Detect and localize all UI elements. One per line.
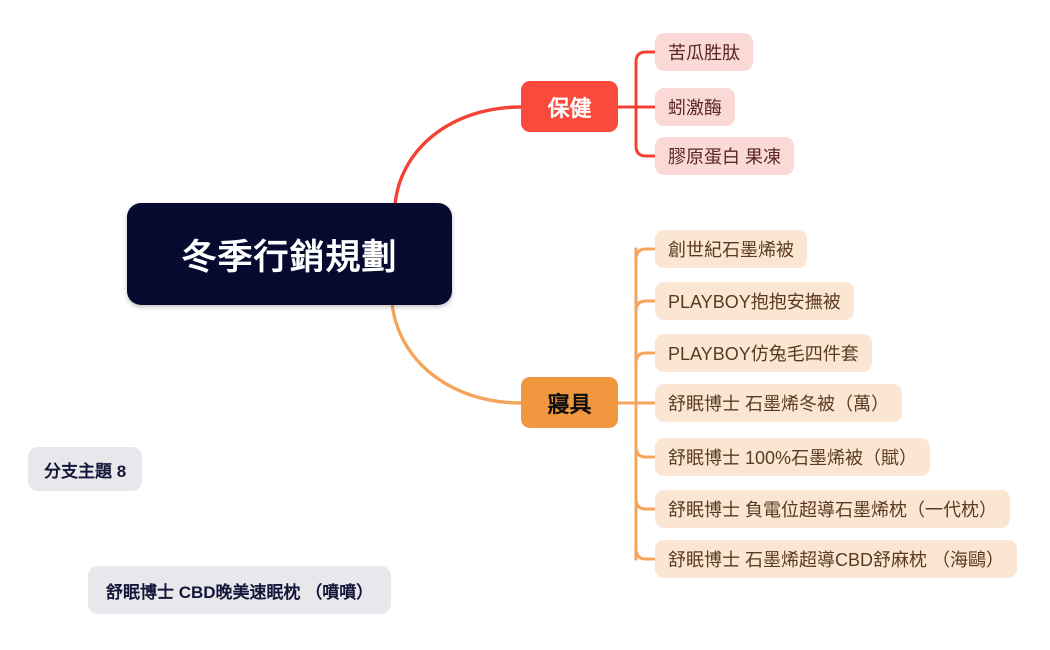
edge-bedding-leaf-7 [634, 547, 657, 561]
root-node[interactable]: 冬季行銷規劃 [127, 203, 452, 305]
leaf-node-health-3[interactable]: 膠原蛋白 果凍 [655, 137, 795, 175]
leaf-node-bedding-3[interactable]: PLAYBOY仿兔毛四件套 [655, 334, 872, 372]
edge-bedding-leaf-6 [634, 497, 657, 511]
leaf-node-bedding-5[interactable]: 舒眠博士 100%石墨烯被（賦） [655, 438, 931, 476]
edge-health-spine-down [634, 105, 657, 158]
edge-root-to-bedding [390, 301, 523, 405]
leaf-node-health-1[interactable]: 苦瓜胜肽 [655, 33, 753, 71]
floating-node-1[interactable]: 分支主題 8 [28, 447, 143, 491]
leaf-node-bedding-7[interactable]: 舒眠博士 石墨烯超導CBD舒麻枕 （海鷗） [655, 540, 1018, 578]
edge-root-to-health [393, 105, 523, 207]
edge-health-spine-up [634, 50, 657, 109]
edge-bedding-leaf-1 [634, 247, 657, 261]
edge-bedding-leaf-5 [634, 445, 657, 459]
edge-bedding-leaf-3 [634, 351, 657, 365]
leaf-node-health-2[interactable]: 蚓激酶 [655, 88, 735, 126]
branch-node-bedding[interactable]: 寢具 [521, 377, 618, 428]
leaf-node-bedding-6[interactable]: 舒眠博士 負電位超導石墨烯枕（一代枕） [655, 490, 1010, 528]
branch-node-health[interactable]: 保健 [521, 81, 618, 132]
leaf-node-bedding-2[interactable]: PLAYBOY抱抱安撫被 [655, 282, 854, 320]
leaf-node-bedding-4[interactable]: 舒眠博士 石墨烯冬被（萬） [655, 384, 902, 422]
leaf-node-bedding-1[interactable]: 創世紀石墨烯被 [655, 230, 807, 268]
floating-node-2[interactable]: 舒眠博士 CBD晚美速眠枕 （噴噴） [88, 566, 392, 614]
edge-bedding-leaf-2 [634, 299, 657, 313]
